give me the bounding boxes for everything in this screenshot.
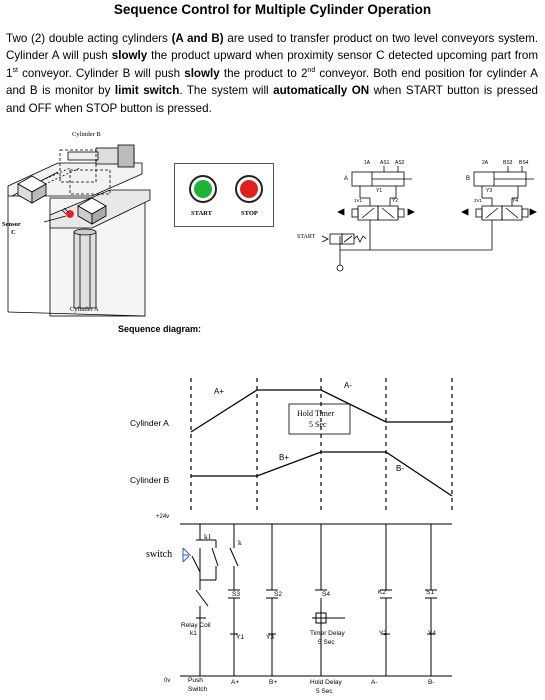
cyl-b-letter: B [466,176,471,182]
hold-delay-duration: 5 Sec [316,688,333,695]
sensor-c-label: C [11,229,16,236]
text-run: the product upward when proximity sensor… [6,49,538,80]
stop-lamp [240,180,258,198]
valve-1v1: 1V1 [354,198,363,203]
text-run: when START button is pressed and OFF whe… [6,84,538,115]
superscript: nd [307,66,316,74]
text-run: the product to 2 [219,66,308,80]
coil-y2: Y2 [392,198,399,204]
rung-b-plus: B+ [269,679,278,686]
s2-label: S2 [274,591,282,598]
text-run-bold: automatically ON [273,84,370,98]
s1-label: S1 [426,589,434,596]
k-contact-label: k [238,538,242,547]
y1-coil-label: Y1 [236,634,244,641]
text-run: Two (2) double acting cylinders [6,32,172,45]
coil-y1: Y1 [376,188,383,194]
relay-coil-label: Relay Coil [181,622,211,629]
start-label: START [191,210,212,217]
coil-y4: Y4 [512,198,519,204]
text-run-bold: limit switch [114,84,180,98]
cyl-a-letter: A [344,176,349,182]
start-button[interactable] [189,175,217,203]
y2-coil-label: Y2 [379,630,387,637]
y3-coil-label: Y3 [266,634,274,641]
seq-cylinder-a: Cylinder A [130,418,169,428]
seq-a-minus: A- [344,381,352,390]
text-run: conveyor. Both end position for cylinder… [6,66,538,98]
timer-delay-duration: 5 Sec [318,639,335,646]
ladder-24v: +24v [156,514,170,520]
text-run: . The system will [179,84,274,98]
s3-label: S3 [232,591,240,598]
switch-label: switch [146,549,173,560]
as2-label: AS2 [395,160,405,166]
cylinder-b-label: Cylinder B [72,131,101,138]
hold-timer-duration: 5 Sec [309,420,327,429]
coil-y3: Y3 [486,188,493,194]
seq-b-minus: B- [396,464,404,473]
stop-button[interactable] [235,175,263,203]
as1-label: AS1 [380,160,390,166]
text-run-bold: (A and B) [171,32,224,45]
bs3-label: BS3 [503,160,513,166]
stop-label: STOP [241,210,258,217]
k1-contact-label: k1 [204,532,212,541]
valve-2v1: 2V1 [474,198,483,203]
timer-delay-label: Timer Delay [310,630,345,637]
text-run-bold: slowly [111,49,148,63]
hold-timer-label: Hold Timer [297,409,335,418]
text-run-bold: slowly [184,66,220,80]
cyl-a-tag: 1A [364,160,371,166]
seq-b-plus: B+ [279,453,290,462]
ladder-0v: 0v [164,678,171,684]
seq-a-plus: A+ [214,387,225,396]
rung-a-minus: A- [371,679,378,686]
push-switch-label-1: Push [188,677,203,684]
push-switch-label-2: Switch [188,686,208,693]
k2-label: K2 [378,589,386,596]
problem-statement: Two (2) double acting cylinders (A and B… [6,30,538,117]
rung-b-minus: B- [428,679,435,686]
y4-coil-label: Y4 [428,630,436,637]
seq-cylinder-b: Cylinder B [130,475,170,485]
s4-label: S4 [322,591,330,598]
rung-a-plus: A+ [231,679,240,686]
superscript: st [12,66,18,74]
cyl-b-tag: 2A [482,160,489,166]
text-run: conveyor. Cylinder B will push [17,66,185,80]
page-title: Sequence Control for Multiple Cylinder O… [113,2,432,17]
cylinder-a-label: Cylinder A [70,306,99,313]
relay-coil-k1: k1 [190,630,197,637]
start-valve-label: START [297,234,316,240]
start-lamp [194,180,212,198]
text-run: are used to transfer product on two leve… [6,32,539,63]
sensor-label: Sensor [2,221,21,228]
sequence-heading: Sequence diagram: [118,324,202,334]
bs4-label: BS4 [519,160,529,166]
hold-delay-label: Hold Delay [310,679,342,686]
